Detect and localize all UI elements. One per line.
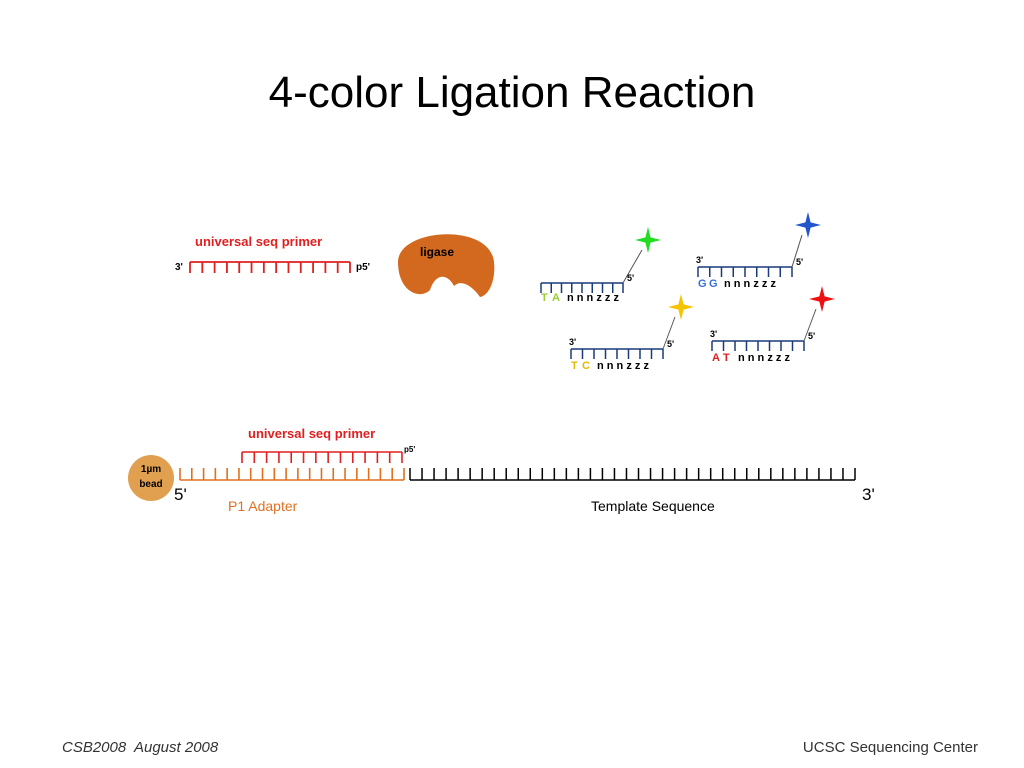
probe-base-2: A bbox=[552, 292, 560, 304]
bound-complex: universal seq primer p5' 1µm bead 5' 3' … bbox=[128, 426, 875, 514]
free-primer: universal seq primer 3' p5' bbox=[175, 234, 370, 273]
bound-primer-strand bbox=[241, 451, 403, 463]
probe-base-1: T bbox=[571, 360, 578, 372]
ligase-enzyme: ligase bbox=[398, 234, 495, 297]
probe-3-end: 3' bbox=[569, 337, 576, 347]
probe-3-end: 3' bbox=[710, 329, 717, 339]
probe-5-end: 5' bbox=[667, 339, 674, 349]
template-5-end: 5' bbox=[174, 485, 187, 504]
probe-5-end: 5' bbox=[796, 257, 803, 267]
free-primer-label: universal seq primer bbox=[195, 234, 322, 249]
fluorophore-star-icon bbox=[809, 286, 835, 312]
probe-linker bbox=[803, 308, 817, 342]
probe-base-1: T bbox=[541, 292, 548, 304]
footer-left: CSB2008 August 2008 bbox=[62, 739, 219, 756]
probe-linker bbox=[791, 234, 803, 268]
ligase-label: ligase bbox=[420, 245, 454, 259]
probe-suffix: n n n z z z bbox=[738, 352, 790, 364]
probe-base-2: C bbox=[582, 360, 590, 372]
bead bbox=[128, 455, 174, 501]
probe-base-1: A bbox=[712, 352, 720, 364]
footer-right: UCSC Sequencing Center bbox=[802, 739, 978, 756]
bead-label-word: bead bbox=[139, 479, 162, 490]
template-sequence-label: Template Sequence bbox=[591, 498, 715, 514]
bound-primer-label: universal seq primer bbox=[248, 426, 375, 441]
template-3-end: 3' bbox=[862, 485, 875, 504]
probe-suffix: n n n z z z bbox=[567, 292, 619, 304]
free-primer-p5-end: p5' bbox=[356, 262, 370, 273]
probe-5-end: 5' bbox=[627, 273, 634, 283]
probe-suffix: n n n z z z bbox=[597, 360, 649, 372]
fluorophore-star-icon bbox=[668, 294, 694, 320]
slide-title: 4-color Ligation Reaction bbox=[268, 68, 756, 117]
bound-primer-p5-end: p5' bbox=[404, 445, 415, 454]
fluorophore-star-icon bbox=[795, 212, 821, 238]
probe-base-2: T bbox=[723, 352, 730, 364]
probe-suffix: n n n z z z bbox=[724, 278, 776, 290]
ligase-shape bbox=[398, 234, 495, 297]
probe-base-2: G bbox=[709, 278, 718, 290]
bead-label-size: 1µm bbox=[141, 464, 161, 475]
free-primer-3-end: 3' bbox=[175, 262, 183, 273]
free-primer-strand bbox=[189, 261, 351, 273]
probe-linker bbox=[622, 249, 643, 284]
probe-base-1: G bbox=[698, 278, 707, 290]
probe-3-end: 3' bbox=[696, 255, 703, 265]
fluorophore-star-icon bbox=[635, 227, 661, 253]
probe-5-end: 5' bbox=[808, 331, 815, 341]
template-strand bbox=[179, 468, 856, 481]
p1-adapter-label: P1 Adapter bbox=[228, 498, 298, 514]
probe-linker bbox=[662, 316, 676, 350]
